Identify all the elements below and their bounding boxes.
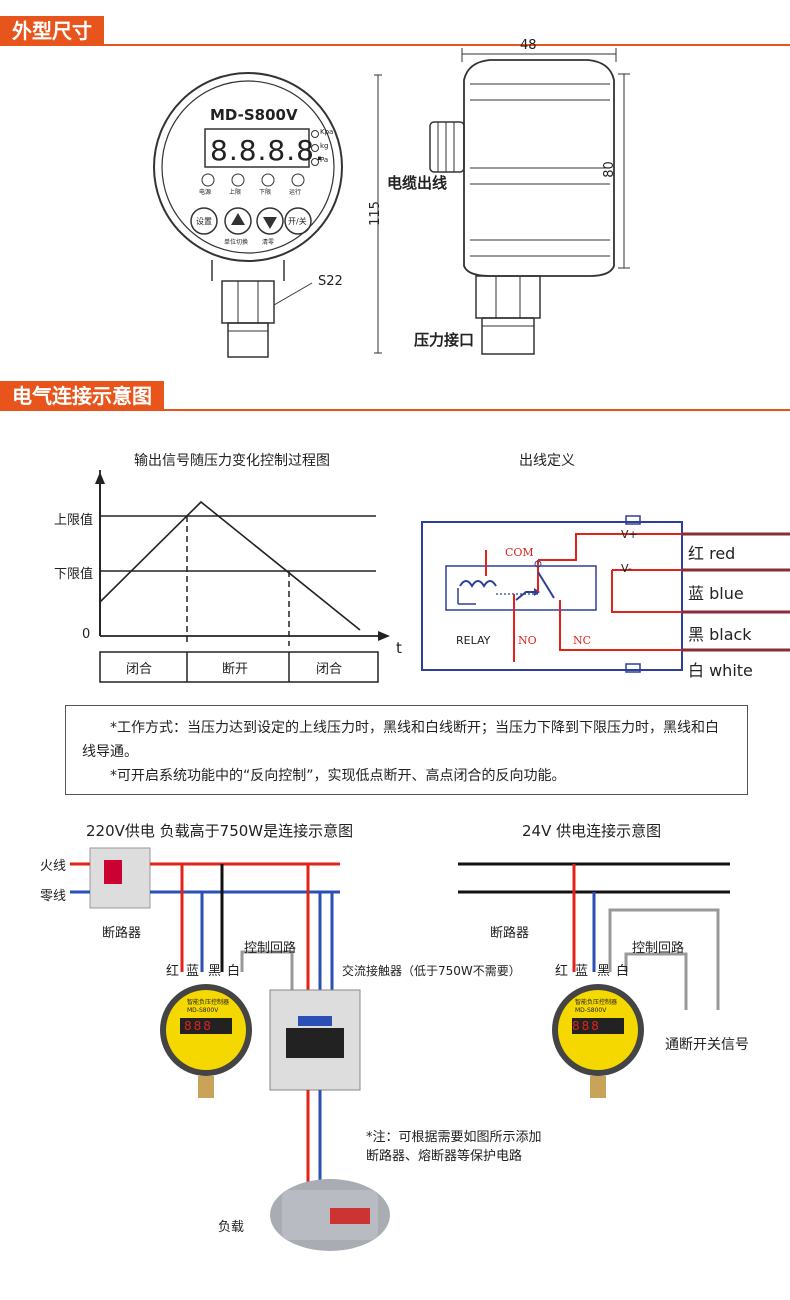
section-header-wiring: 电气连接示意图: [0, 381, 164, 411]
state-cell: 闭合: [126, 662, 153, 677]
set-button: 设置: [196, 217, 212, 226]
control-loop-label: 控制回路: [632, 941, 685, 956]
wire-blue-label: 蓝 blue: [688, 584, 744, 603]
dim-thread: S22: [318, 274, 343, 289]
load-label: 负载: [218, 1220, 245, 1235]
gauge-model: MD-S800V: [575, 1007, 607, 1014]
control-loop-label: 控制回路: [244, 941, 297, 956]
wire-definition-diagram: [421, 515, 790, 673]
wire-black-label: 黑 black: [688, 625, 752, 644]
dim-height: 80: [601, 161, 617, 178]
wire-letter: 黑: [208, 964, 222, 979]
wiring-24-title: 24V 供电连接示意图: [522, 822, 662, 840]
vplus-label: V+: [621, 528, 638, 541]
wire-letter: 白: [227, 964, 241, 979]
wire-letter: 黑: [597, 964, 611, 979]
protection-note-line: *注：可根据需要如图所示添加: [366, 1130, 542, 1145]
section-header-dimensions: 外型尺寸: [0, 16, 104, 46]
button-caption: 单位切换: [224, 239, 249, 246]
indicator-label: 下限: [259, 189, 272, 196]
unit-label: Pa: [320, 156, 329, 164]
cable-label: 电缆出线: [387, 174, 448, 192]
note-line: *可开启系统功能中的“反向控制”，实现低点断开、高点闭合的反向功能。: [110, 768, 566, 784]
relay-label: RELAY: [456, 634, 491, 647]
neutral-label: 零线: [40, 889, 67, 904]
indicator-label: 运行: [289, 189, 302, 196]
indicator-label: 上限: [229, 189, 242, 196]
front-view-drawing: [153, 72, 382, 358]
wiring-220-title: 220V供电 负载高于750W是连接示意图: [86, 822, 354, 840]
wire-letter: 蓝: [575, 964, 589, 979]
gauge-title: 智能负压控制器: [187, 999, 230, 1006]
breaker-label: 断路器: [490, 926, 530, 941]
working-mode-note: *工作方式：当压力达到设定的上线压力时，黑线和白线断开；当压力下降到下限压力时，…: [65, 705, 748, 795]
wire-def-title: 出线定义: [519, 453, 575, 469]
time-label: t: [396, 639, 402, 657]
wire-letter: 红: [555, 964, 569, 979]
no-label: NO: [518, 634, 537, 647]
process-chart-title: 输出信号随压力变化控制过程图: [134, 453, 330, 469]
indicator-label: 电源: [199, 189, 212, 196]
section-rule: [0, 409, 790, 411]
dim-width: 48: [520, 38, 537, 53]
wire-letter: 蓝: [186, 964, 200, 979]
upper-limit-label: 上限值: [54, 513, 94, 528]
dim-total: 115: [367, 201, 383, 226]
unit-label: kg: [320, 142, 329, 150]
state-cell: 闭合: [316, 662, 343, 677]
live-label: 火线: [40, 859, 67, 874]
zero-label: 0: [82, 627, 91, 642]
contactor-label: 交流接触器（低于750W不需要）: [342, 964, 521, 978]
gauge-title: 智能负压控制器: [575, 999, 618, 1006]
wiring-220-diagram: [70, 847, 390, 1251]
section-rule: [0, 44, 790, 46]
note-line: *工作方式：当压力达到设定的上线压力时，黑线和白线断开；当压力下降到下限压力时，…: [82, 720, 719, 760]
wire-red-label: 红 red: [688, 544, 736, 563]
wire-letter: 白: [616, 964, 630, 979]
device-display: 8.8.8.8.: [210, 134, 325, 167]
com-label: COM: [505, 546, 534, 559]
protection-note-line: 断路器、熔断器等保护电路: [366, 1149, 523, 1164]
process-chart: [95, 470, 390, 683]
gauge-display: 888: [184, 1019, 213, 1033]
power-button: 开/关: [288, 217, 307, 226]
breaker-label: 断路器: [102, 926, 142, 941]
state-cell: 断开: [222, 662, 249, 677]
gauge-display: 888: [572, 1019, 601, 1033]
port-label: 压力接口: [414, 331, 475, 349]
wire-letter: 红: [166, 964, 180, 979]
unit-label: Kpa: [320, 128, 334, 136]
vminus-label: V-: [621, 562, 632, 575]
nc-label: NC: [573, 634, 592, 647]
button-caption: 清零: [262, 239, 275, 246]
wire-white-label: 白 white: [688, 661, 753, 680]
gauge-model: MD-S800V: [187, 1007, 219, 1014]
signal-label: 通断开关信号: [665, 1037, 749, 1053]
device-model: MD-S800V: [210, 106, 298, 124]
side-view-drawing: [429, 48, 630, 355]
lower-limit-label: 下限值: [54, 567, 94, 582]
wiring-24-diagram: [458, 862, 730, 1098]
